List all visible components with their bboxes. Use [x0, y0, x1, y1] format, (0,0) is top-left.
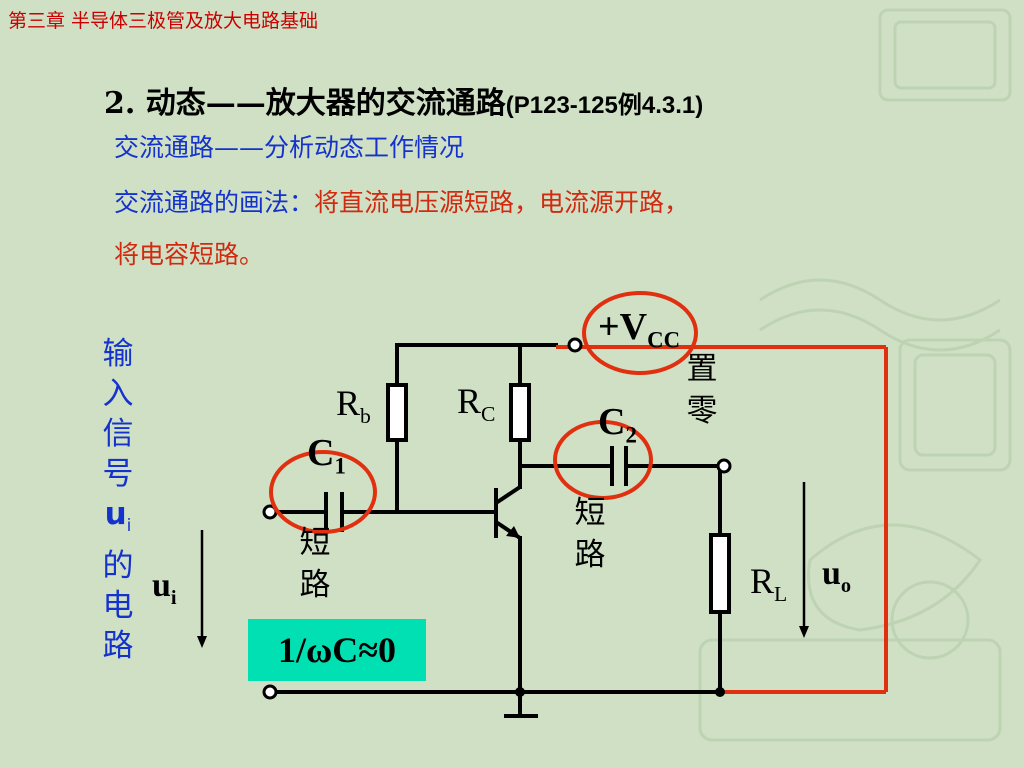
- label-c2: C2: [598, 401, 637, 448]
- highlight-vcc: [582, 291, 698, 375]
- terminal-output: [716, 458, 732, 474]
- text-line-2-red: 将直流电压源短路，电流源开路，: [314, 188, 690, 217]
- arrow-uo-head: [799, 626, 809, 638]
- text-line-2: 交流通路的画法：将直流电压源短路，电流源开路，: [114, 183, 689, 219]
- slide-title: 2. 动态——放大器的交流通路(P123-125例4.3.1): [104, 78, 703, 122]
- title-main: 2. 动态——放大器的交流通路: [104, 86, 506, 121]
- arrow-ui-head: [197, 636, 207, 648]
- label-uo: uo: [822, 555, 852, 597]
- chapter-header: 第三章 半导体三极管及放大电路基础: [8, 10, 319, 32]
- side-char-2: 入: [102, 376, 134, 412]
- side-char-8: 路: [102, 628, 134, 665]
- label-rl: RL: [750, 561, 788, 607]
- terminal-vcc: [567, 337, 583, 353]
- text-line-1: 交流通路——分析动态工作情况: [114, 133, 465, 162]
- note-zero: 置零: [686, 351, 718, 429]
- label-rb: Rb: [336, 383, 371, 429]
- side-label: 输 入 信 号 ui 的 电 路: [96, 334, 140, 666]
- text-line-3: 将电容短路。: [114, 240, 265, 269]
- resistor-rl: [709, 533, 731, 614]
- side-char-6: 的: [102, 548, 134, 585]
- transistor-collector: [494, 485, 522, 505]
- side-char-4: 号: [102, 456, 134, 492]
- side-char-7: 电: [102, 588, 134, 625]
- title-reference: (P123-125例4.3.1): [505, 92, 704, 119]
- resistor-rc: [509, 383, 531, 442]
- side-char-1: 输: [102, 336, 134, 372]
- text-line-2-blue: 交流通路的画法：: [114, 188, 315, 217]
- junction-bottom-mid: [515, 687, 525, 697]
- note-short-c2: 短路: [574, 495, 606, 573]
- label-c1: C1: [307, 432, 346, 479]
- impedance-formula-box: 1/ωC≈0: [248, 619, 426, 681]
- note-short-c1: 短路: [299, 525, 331, 603]
- transistor-emitter-arrow: [506, 526, 520, 538]
- label-rc: RC: [457, 381, 496, 427]
- label-ui: ui: [152, 567, 177, 609]
- highlight-c2: [553, 420, 653, 500]
- side-char-3: 信: [102, 416, 134, 452]
- side-char-ui: ui: [104, 496, 132, 537]
- terminal-input-bottom: [262, 684, 278, 700]
- label-vcc: +VCC: [598, 306, 681, 353]
- highlight-c1: [269, 450, 377, 534]
- junction-bottom-right: [715, 687, 725, 697]
- resistor-rb: [386, 383, 408, 442]
